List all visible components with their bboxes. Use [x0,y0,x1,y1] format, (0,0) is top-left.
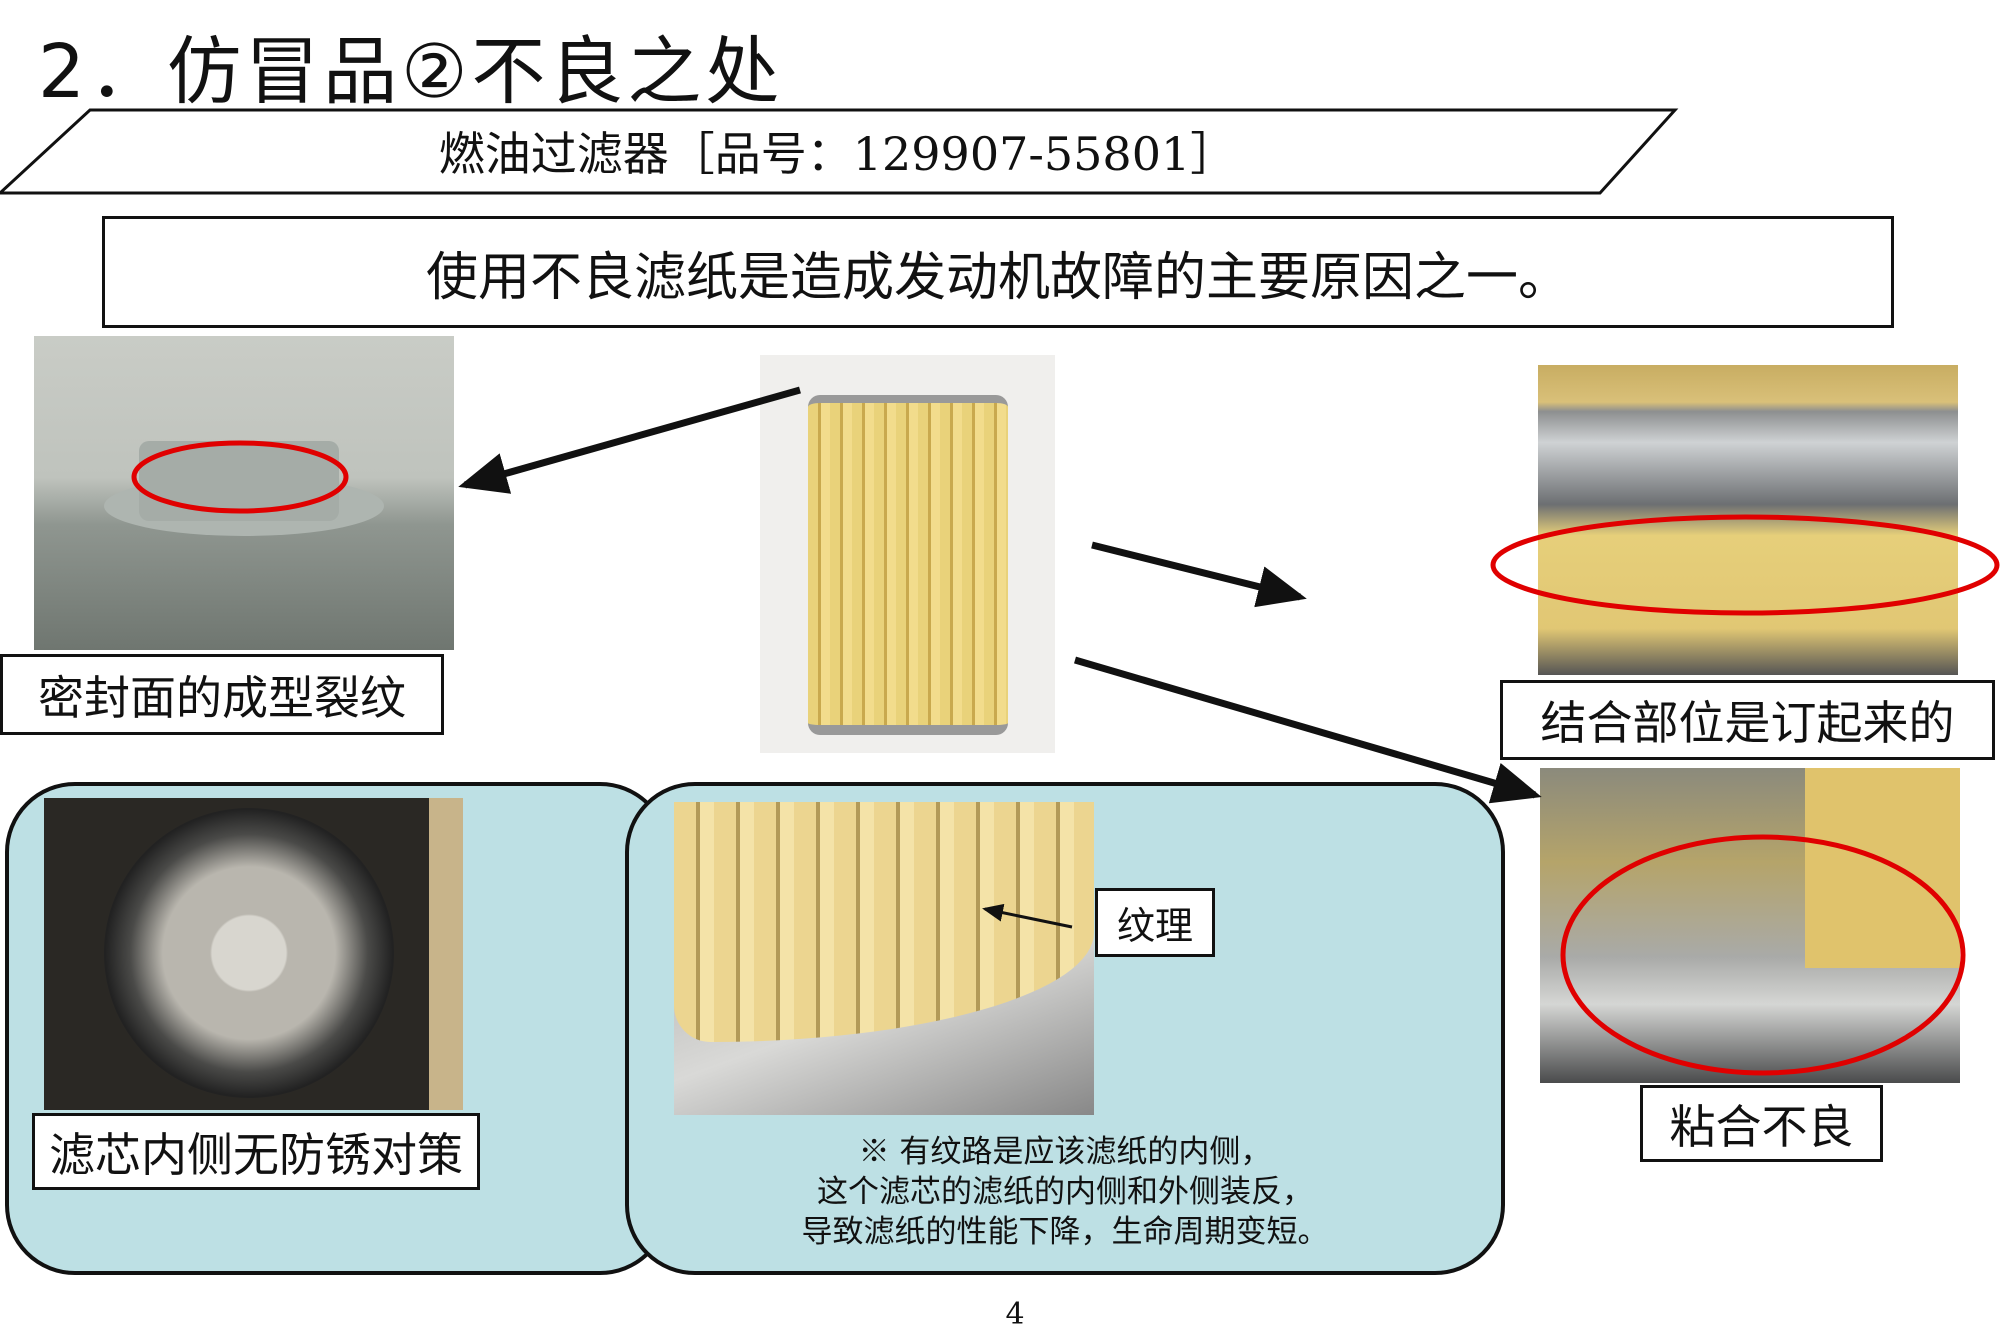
seal-crack-label: 密封面的成型裂纹 [0,654,444,735]
texture-photo [674,802,1094,1115]
headline-box: 使用不良滤纸是造成发动机故障的主要原因之一。 [102,216,1894,328]
inner-photo [44,798,463,1110]
joint-stapled-label: 结合部位是订起来的 [1500,680,1995,760]
note-line-3: 导致滤纸的性能下降，生命周期变短。 [801,1214,1329,1250]
note-line-2: 这个滤芯的滤纸的内侧和外侧装反， [817,1174,1313,1210]
note-text: ※ 有纹路是应该滤纸的内侧， 这个滤芯的滤纸的内侧和外侧装反， 导致滤纸的性能下… [700,1132,1430,1252]
headline: 使用不良滤纸是造成发动机故障的主要原因之一。 [425,247,1570,308]
page-title: 2．仿冒品②不良之处 [38,29,784,115]
banner-parallelogram [0,108,1679,195]
rust-protection-label: 滤芯内侧无防锈对策 [32,1113,480,1190]
texture-label: 纹理 [1095,888,1215,957]
filter-photo [760,355,1055,753]
banner-title: 燃油过滤器［品号：129907-55801］ [438,127,1237,181]
joint-photo [1538,365,1958,675]
note-line-1: ※ 有纹路是应该滤纸的内侧， [858,1134,1272,1170]
seal-photo [34,336,454,650]
page-number: 4 [1005,1297,1025,1332]
bad-bonding-label: 粘合不良 [1640,1085,1883,1162]
bonding-photo [1540,768,1960,1083]
